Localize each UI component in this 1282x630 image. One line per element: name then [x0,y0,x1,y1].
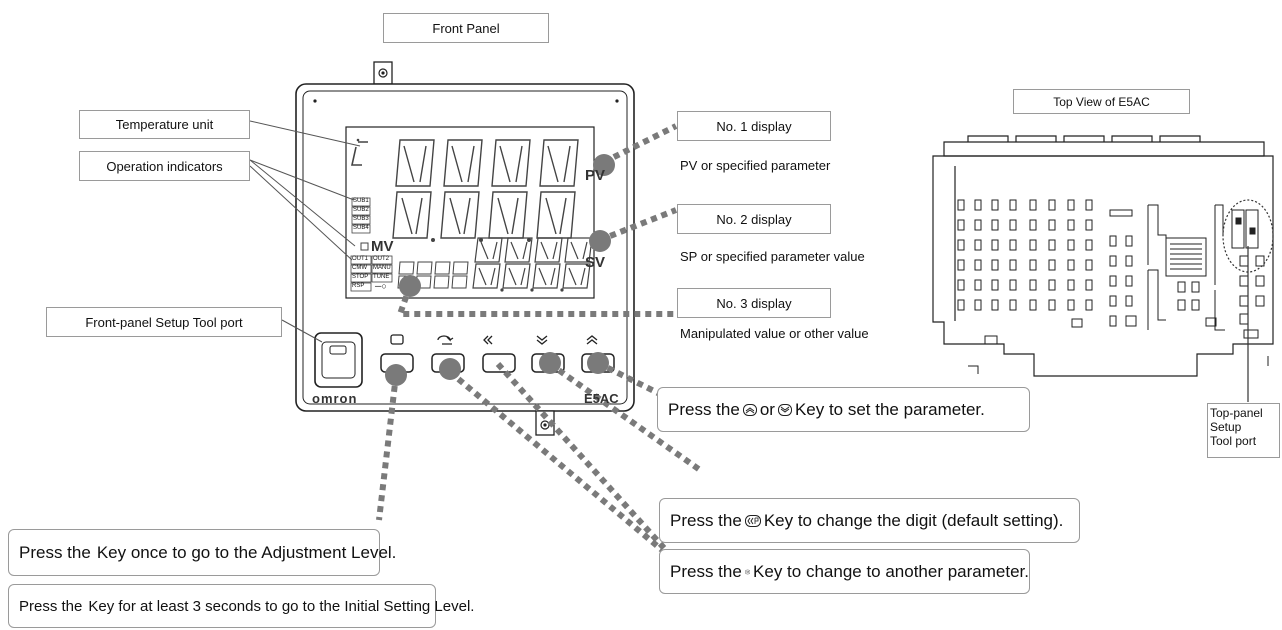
top-view-title: Top View of E5AC [1013,89,1190,114]
temperature-unit-label: Temperature unit [79,110,250,139]
shift-pf-key-icon [744,514,761,527]
callout-text: Key to change the digit (default setting… [763,510,1064,530]
top-port-label-line: Tool port [1210,434,1257,448]
callout-text: Key to change to another parameter. [753,561,1029,581]
callout-text: or [759,399,775,419]
sv-tag: SV [585,254,606,271]
label-leaders [249,120,361,343]
top-port-label-line: Top-panel [1210,406,1263,420]
callout-text: Press the [670,510,742,530]
key-glyphs [390,334,598,345]
callout-text: Press the [19,597,83,615]
stop-indicator: STOP [352,274,369,280]
sub4-indicator: SUB4 [353,225,369,231]
cmw-indicator: CMW [352,265,367,271]
callout-text: Key once to go to the Adjustment Level. [96,542,397,562]
callout-text: Press the [19,542,91,562]
level-key-hold-callout: Press the Key for at least 3 seconds to … [8,584,474,628]
top-view-drawing [932,135,1274,402]
mv-tag: MV [371,238,394,255]
callout-text: Press the [670,561,742,581]
no1-display-title: No. 1 display [677,111,831,141]
down-key-icon [777,403,792,416]
shift-key-callout: Press the Key to change the digit (defau… [659,498,1080,543]
level-key-once-callout: Press the Key once to go to the Adjustme… [8,529,396,576]
key-lock-icon: ─○ [375,281,387,291]
no1-display-caption: PV or specified parameter [680,158,831,173]
dotted-leaders [376,123,702,553]
top-panel-port-label: Top-panel Setup Tool port [1207,403,1280,458]
operation-indicators-label: Operation indicators [79,151,250,181]
up-key-icon [742,403,757,416]
status-indicator-boxes [350,255,393,292]
sub2-indicator: SUB2 [353,207,369,213]
manu-indicator: MANU [373,265,391,271]
front-panel-title: Front Panel [383,13,549,43]
sub3-indicator: SUB3 [353,216,369,222]
no3-display-caption: Manipulated value or other value [680,326,869,341]
e5ac-model: E5AC [584,391,619,406]
front-setup-port-label: Front-panel Setup Tool port [46,307,282,337]
tune-indicator: TUNE [373,274,390,280]
pv-tag: PV [585,167,606,184]
top-mount-tab [373,61,393,85]
rsp-indicator: RSP [352,283,365,289]
callout-text: Key for at least 3 seconds to go to the … [88,597,475,615]
no2-display-title: No. 2 display [677,204,831,234]
sub1-indicator: SUB1 [353,198,369,204]
front-setup-port [314,332,363,388]
no1-digits [392,139,579,239]
updown-key-callout: Press the or Key to set the parameter. [657,387,1030,432]
omron-brand: omron [312,391,358,406]
top-port-label-line: Setup [1210,420,1242,434]
degree-c-glyph [351,141,368,166]
callout-text: Key to set the parameter. [794,399,985,419]
callout-text: Press the [668,399,740,419]
no2-digits [472,237,593,289]
out2-indicator: OUT2 [373,256,390,262]
mode-key-callout: Press the Key to change to another param… [659,549,1030,594]
out1-indicator: OUT1 [352,256,369,262]
mode-key-icon [744,569,751,574]
no2-display-caption: SP or specified parameter value [680,249,865,264]
no3-display-title: No. 3 display [677,288,831,318]
sub-indicator-boxes [351,197,371,234]
